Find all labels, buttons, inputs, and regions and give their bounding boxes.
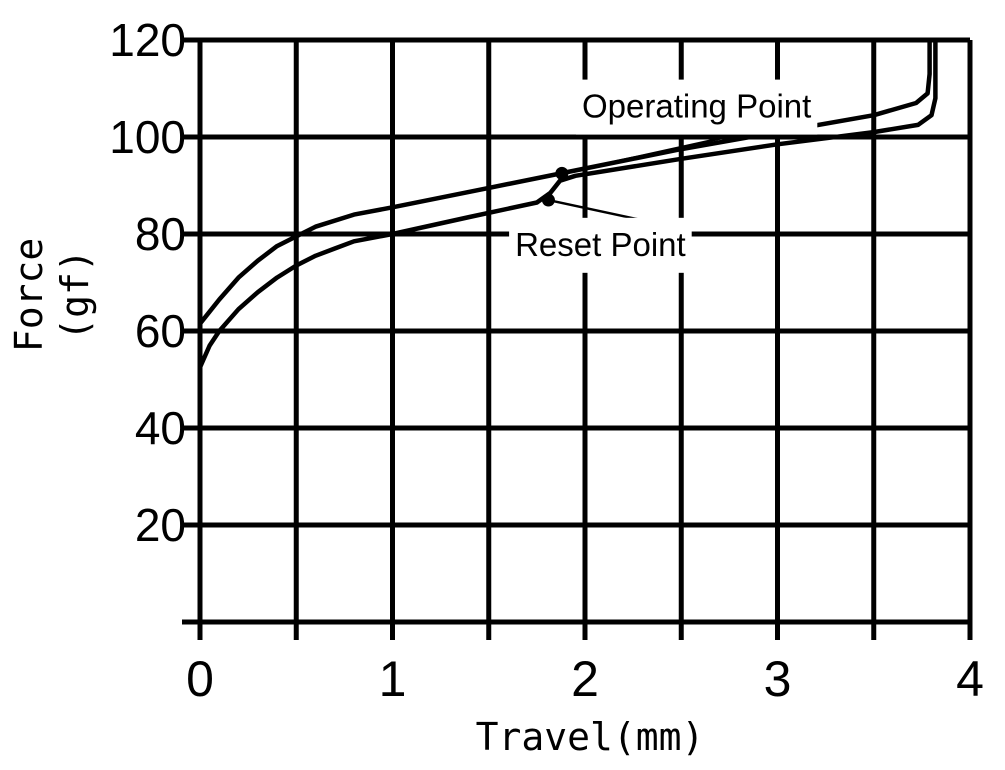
reset-point-label: Reset Point	[515, 226, 686, 263]
y-tick-label: 120	[109, 14, 186, 66]
x-axis-title: Travel(mm)	[476, 715, 705, 759]
x-tick-labels: 0 1 2 3 4	[186, 651, 984, 707]
curves	[197, 37, 938, 370]
series-line-2	[197, 37, 938, 370]
y-tick-label: 60	[135, 305, 186, 357]
y-tick-label: 100	[109, 111, 186, 163]
annotation-label-background	[575, 79, 818, 135]
x-tick-label: 2	[571, 651, 599, 707]
annotation-label-background	[509, 217, 692, 273]
y-tick-label: 20	[135, 499, 186, 551]
x-tick-label: 1	[379, 651, 407, 707]
annotation-marker	[541, 193, 555, 207]
y-axis-title: Force	[7, 238, 51, 352]
annotation-leader-line	[561, 130, 752, 175]
y-tick-labels: 20 40 60 80 100 120	[109, 14, 186, 551]
y-tick-label: 80	[135, 208, 186, 260]
x-tick-label: 0	[186, 651, 214, 707]
y-tick-label: 40	[135, 402, 186, 454]
series-line-1	[197, 37, 932, 326]
x-tick-label: 3	[764, 651, 792, 707]
annotation-marker	[555, 166, 569, 180]
annotation-leader-line	[548, 198, 641, 222]
x-tick-label: 4	[956, 651, 984, 707]
operating-point-label: Operating Point	[582, 88, 811, 125]
y-axis-unit: (gf)	[53, 249, 97, 341]
